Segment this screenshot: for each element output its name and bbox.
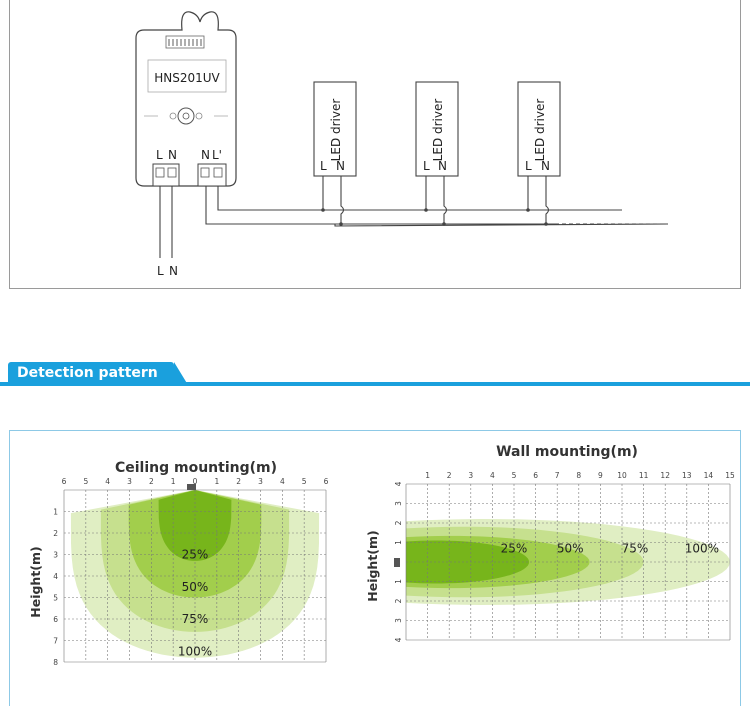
ceiling-y-tick: 7: [53, 637, 58, 646]
ceiling-y-tick: 2: [53, 529, 58, 538]
ceiling-y-tick: 3: [53, 551, 58, 560]
ceiling-sensor-marker: [187, 484, 196, 490]
ceiling-y-tick: 8: [53, 658, 58, 667]
wall-zone-label: 25%: [501, 541, 528, 555]
dip-switch: [165, 35, 205, 49]
ceiling-zone-label: 25%: [182, 548, 209, 562]
ceiling-y-tick: 5: [53, 594, 58, 603]
ceiling-chart-ylabel: Height(m): [28, 546, 43, 618]
output-terminal-L-prime-label: L': [212, 148, 222, 162]
ceiling-chart-title: Ceiling mounting(m): [115, 460, 277, 476]
output-terminal-N-label: N: [201, 148, 210, 162]
wall-sensor-marker: [394, 558, 400, 567]
led-driver-2-label: LED driver: [431, 99, 445, 162]
wall-zone-label: 75%: [622, 541, 649, 555]
wall-x-tick: 5: [512, 471, 517, 480]
ceiling-x-tick: 3: [258, 477, 263, 486]
wall-x-tick: 13: [682, 471, 692, 480]
wall-y-tick: 3: [394, 618, 403, 623]
wall-x-tick: 4: [490, 471, 495, 480]
input-terminal-block: [152, 163, 180, 187]
ceiling-x-tick: 4: [105, 477, 110, 486]
ceiling-zone-label: 50%: [182, 580, 209, 594]
wall-y-tick: 1: [394, 579, 403, 584]
ceiling-zone-label: 100%: [178, 644, 212, 658]
wall-x-tick: 2: [447, 471, 452, 480]
ceiling-x-tick: 6: [62, 477, 67, 486]
section-rule: [0, 382, 750, 386]
wall-x-tick: 15: [725, 471, 735, 480]
wall-chart-ylabel: Height(m): [365, 530, 380, 602]
wall-y-tick: 1: [394, 540, 403, 545]
ceiling-x-tick: 4: [280, 477, 285, 486]
wall-y-tick: 2: [394, 520, 403, 525]
wall-x-tick: 3: [468, 471, 473, 480]
ceiling-y-tick: 4: [53, 572, 58, 581]
ceiling-x-tick: 3: [127, 477, 132, 486]
led-driver-2-terminal-N: N: [438, 159, 447, 173]
wall-zone-label: 50%: [557, 541, 584, 555]
sensor-model-label: HNS201UV: [154, 71, 220, 85]
wall-zone-label: 100%: [685, 541, 719, 555]
sensor-module-outline: [135, 11, 237, 187]
led-driver-3-terminal-L: L: [525, 159, 532, 173]
ceiling-zone-25pct: [158, 490, 232, 561]
wall-y-tick: 3: [394, 501, 403, 506]
ceiling-chart: Ceiling mounting(m) Height(m) 6 5 4 3 2 1 0 1 2 3…: [28, 460, 329, 667]
supply-N-label: N: [169, 264, 178, 278]
ceiling-x-tick: 2: [149, 477, 154, 486]
wall-x-tick: 7: [555, 471, 560, 480]
led-driver-1: LED driver L N: [313, 81, 357, 226]
led-driver-1-label: LED driver: [329, 99, 343, 162]
led-driver-3-terminal-N: N: [541, 159, 550, 173]
output-terminal-block: [197, 163, 227, 187]
wall-x-tick: 12: [660, 471, 670, 480]
ceiling-y-tick: 6: [53, 615, 58, 624]
led-driver-1-terminal-N: N: [336, 159, 345, 173]
wall-x-tick: 8: [576, 471, 581, 480]
led-driver-3-label: LED driver: [533, 99, 547, 162]
ceiling-y-tick: 1: [53, 508, 58, 517]
led-driver-2-terminal-L: L: [423, 159, 430, 173]
wall-y-tick: 2: [394, 598, 403, 603]
wall-x-tick: 9: [598, 471, 603, 480]
ceiling-zone-label: 75%: [182, 612, 209, 626]
mounting-hole: [177, 107, 195, 125]
wall-x-tick: 1: [425, 471, 430, 480]
led-driver-2: LED driver L N: [415, 81, 459, 226]
wall-x-tick: 6: [533, 471, 538, 480]
ceiling-x-tick: 5: [302, 477, 307, 486]
wall-x-tick: 14: [704, 471, 714, 480]
supply-L-label: L: [157, 264, 164, 278]
wall-x-tick: 11: [639, 471, 649, 480]
section-title: Detection pattern: [8, 362, 188, 385]
input-terminal-N-label: N: [168, 148, 177, 162]
wall-chart-title: Wall mounting(m): [496, 444, 638, 460]
wall-y-tick: 4: [394, 637, 403, 642]
ceiling-x-tick: 2: [236, 477, 241, 486]
ceiling-x-tick: 1: [171, 477, 176, 486]
led-driver-1-terminal-L: L: [320, 159, 327, 173]
section-header: Detection pattern: [0, 358, 750, 390]
ceiling-x-tick: 6: [324, 477, 329, 486]
ceiling-x-tick: 5: [83, 477, 88, 486]
led-driver-3: LED driver L N: [517, 81, 561, 226]
input-terminal-L-label: L: [156, 148, 163, 162]
ceiling-x-tick: 1: [214, 477, 219, 486]
ceiling-x-tick: 0: [193, 477, 198, 486]
wall-x-tick: 10: [617, 471, 627, 480]
wall-y-tick: 4: [394, 481, 403, 486]
wiring-diagram: HNS201UV L N N L' L N: [9, 0, 741, 289]
wiring-svg: HNS201UV L N N L' L N: [135, 11, 669, 278]
